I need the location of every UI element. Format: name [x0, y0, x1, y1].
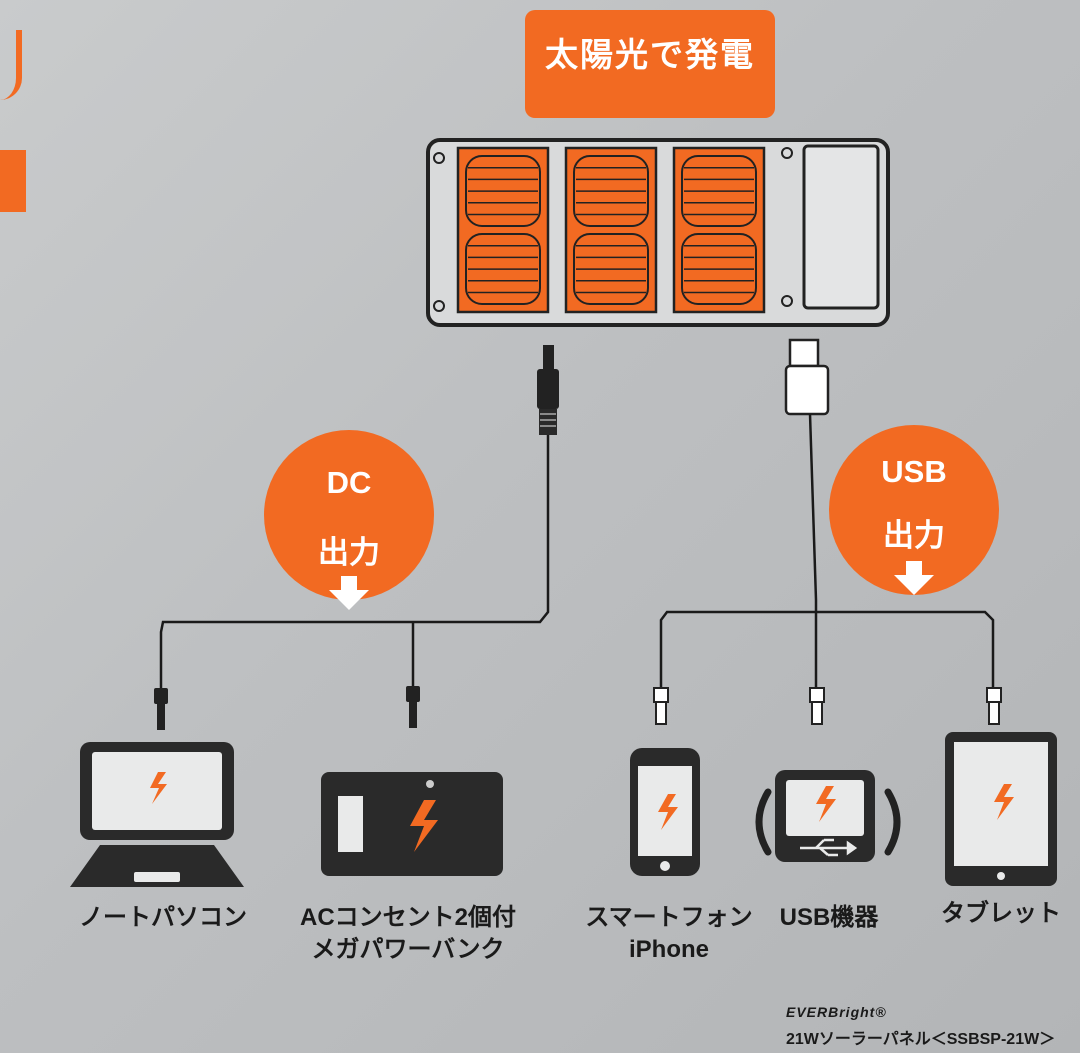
- smartphone-caption-line1: スマートフォン: [585, 904, 753, 931]
- usb-device-icon: [755, 770, 901, 862]
- product-name: 21Wソーラーパネル＜SSBSP-21W＞: [786, 1031, 1056, 1048]
- cropped-orange-glyph: [0, 30, 22, 100]
- dc-plug-icon: [537, 345, 559, 435]
- powerbank-caption-line2: メガパワーバンク: [311, 936, 505, 963]
- usb-output-badge: USB 出力: [829, 425, 999, 595]
- dc-output-badge: DC 出力: [264, 430, 434, 610]
- powerbank-caption: ACコンセント2個付 メガパワーバンク: [290, 902, 526, 966]
- banner-title: 太陽光で発電: [545, 36, 755, 73]
- dc-badge-line1: DC: [326, 465, 372, 500]
- laptop-icon: [70, 742, 244, 887]
- bolt-icon-usb-device: [816, 786, 836, 822]
- bolt-icon-tablet: [994, 784, 1014, 820]
- dc-plug-laptop-icon: [154, 688, 168, 730]
- bolt-icon-laptop: [150, 772, 167, 804]
- bolt-icon-smartphone: [658, 794, 678, 830]
- dc-cable: [159, 435, 550, 690]
- brand-logo: EVERBright®: [786, 1004, 887, 1020]
- tablet-icon: [945, 732, 1057, 886]
- usb-connector-icons: [653, 687, 1002, 725]
- usb-cable: [659, 413, 995, 688]
- down-arrow-icon: [894, 561, 934, 595]
- usb-badge-line1: USB: [881, 454, 947, 489]
- usb-badge-line2: 出力: [883, 518, 945, 553]
- cropped-orange-block: [0, 150, 26, 212]
- bolt-icon-powerbank: [410, 800, 438, 852]
- smartphone-caption-line2: iPhone: [628, 936, 709, 963]
- smartphone-caption: スマートフォン iPhone: [584, 902, 754, 966]
- solar-generation-banner: 太陽光で発電: [525, 10, 775, 118]
- solar-panel: [426, 138, 890, 327]
- dc-plug-powerbank-icon: [406, 686, 420, 728]
- usb-device-caption: USB機器: [779, 904, 879, 931]
- laptop-caption: ノートパソコン: [79, 904, 247, 931]
- usb-plug-icon: [784, 338, 830, 416]
- tablet-caption: タブレット: [941, 900, 1061, 927]
- charging-bolt-icons: [150, 772, 1014, 852]
- dc-badge-line2: 出力: [318, 535, 380, 570]
- down-arrow-icon: [329, 576, 369, 610]
- powerbank-caption-line1: ACコンセント2個付: [299, 904, 516, 931]
